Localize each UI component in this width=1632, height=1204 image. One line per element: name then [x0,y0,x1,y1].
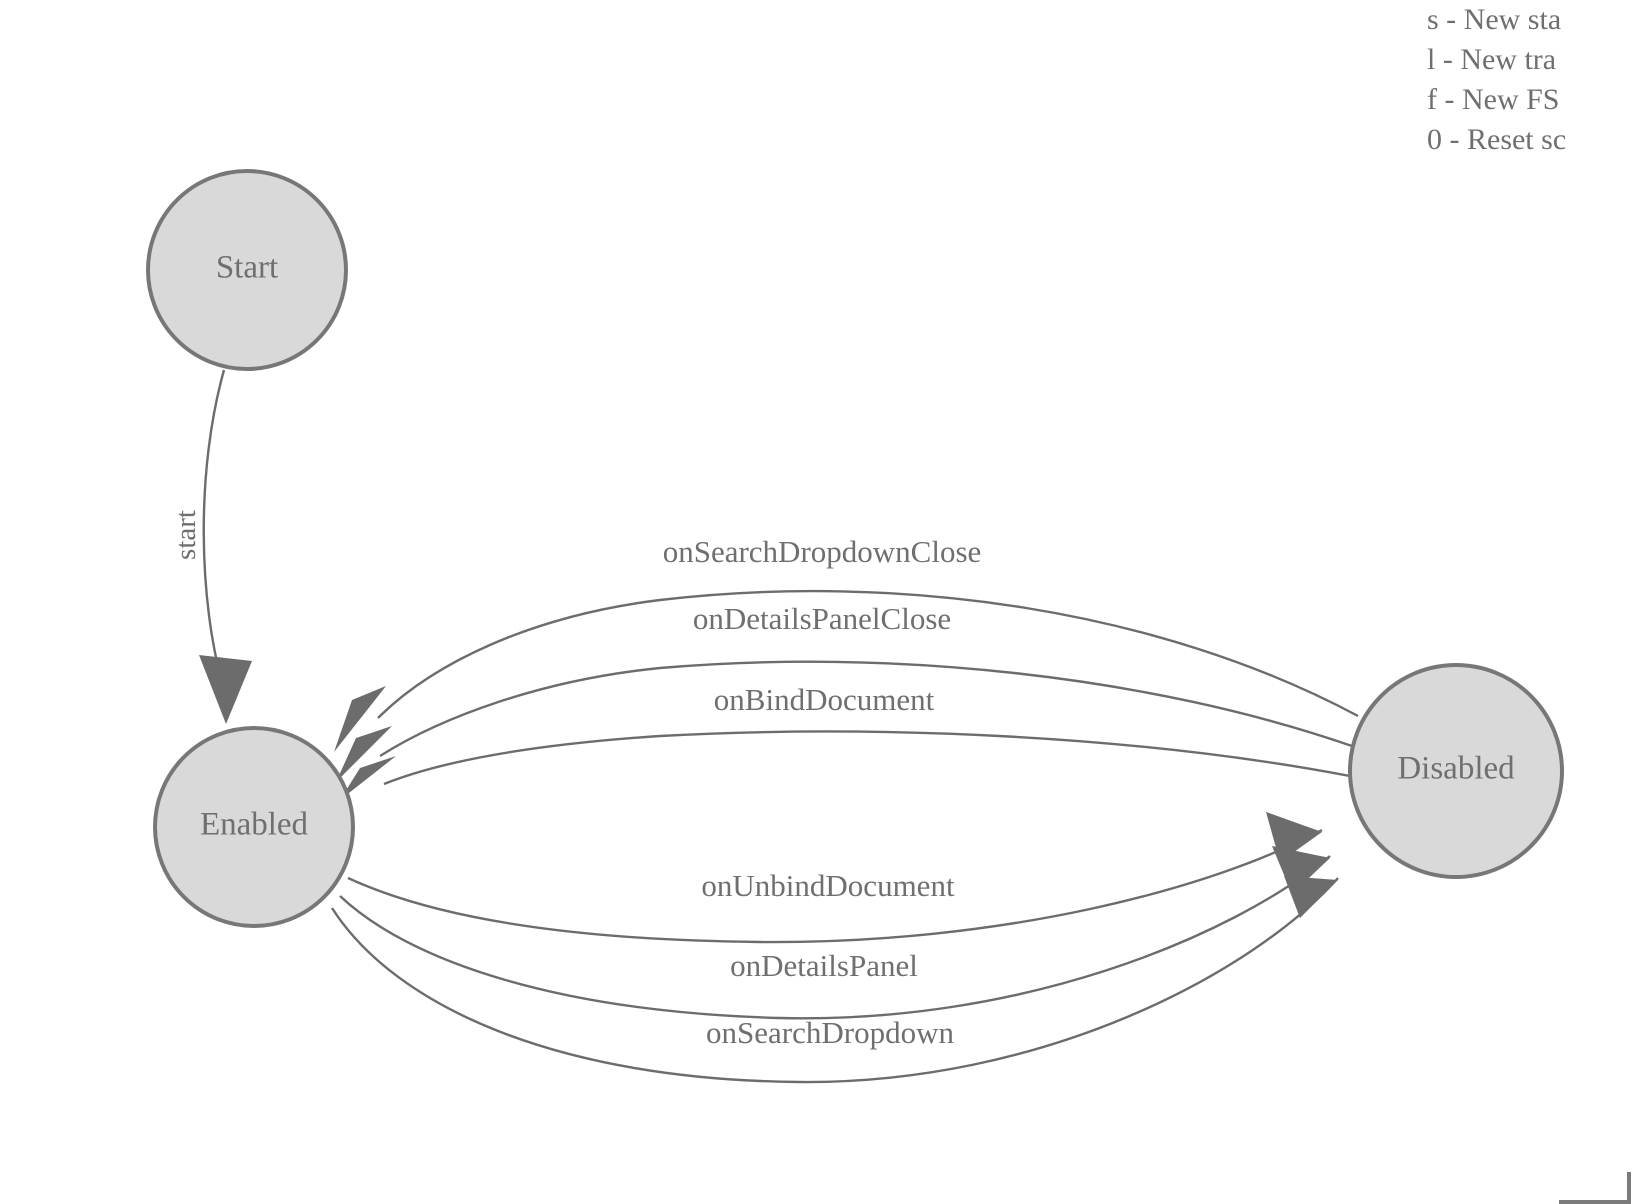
transition-onDetailsPanel-arrowhead [1272,846,1330,894]
transition-start[interactable]: start [170,369,252,724]
legend-line-new-transition: l - New tra [1427,43,1557,76]
state-node-disabled-circle[interactable] [1348,663,1564,879]
legend-line-new-state: s - New sta [1427,3,1562,36]
state-node-enabled-circle[interactable] [153,726,355,928]
state-node-disabled[interactable]: Disabled [1348,663,1564,879]
state-node-start-circle[interactable] [146,169,348,371]
transition-onSearchDropdown[interactable]: onSearchDropdown [330,876,1339,1084]
transition-onBindDocument-label: onBindDocument [714,682,935,717]
transition-onDetailsPanel[interactable]: onDetailsPanel [339,846,1331,1020]
transition-onBindDocument-path[interactable] [383,730,1351,786]
legend-line-new-fsm: f - New FS [1427,83,1560,116]
transition-start-label: start [170,510,202,560]
transition-onDetailsPanelClose-path[interactable] [379,660,1353,758]
transition-onBindDocument-arrowhead [340,756,396,800]
transition-onUnbindDocument-label: onUnbindDocument [701,868,955,903]
transition-onSearchDropdown-arrowhead [1284,876,1338,918]
legend-line-reset: 0 - Reset sc [1427,123,1567,156]
transition-onUnbindDocument[interactable]: onUnbindDocument [347,812,1323,944]
transition-onDetailsPanelClose[interactable]: onDetailsPanelClose [336,601,1353,782]
state-node-enabled[interactable]: Enabled [153,726,355,928]
transition-onDetailsPanelClose-arrowhead [336,726,392,782]
transition-onUnbindDocument-path[interactable] [347,828,1323,944]
state-node-start[interactable]: Start [146,169,348,371]
transition-onDetailsPanel-path[interactable] [339,855,1331,1020]
transition-start-path[interactable] [202,369,226,691]
transition-onBindDocument[interactable]: onBindDocument [340,682,1351,800]
state-node-enabled-label: Enabled [200,807,309,843]
resize-corner-handle[interactable] [1559,1172,1631,1204]
keyboard-shortcut-legend: s - New sta l - New tra f - New FS 0 - R… [1427,0,1632,160]
transition-onSearchDropdownClose-label: onSearchDropdownClose [663,534,982,569]
state-node-disabled-label: Disabled [1397,751,1515,787]
transition-onDetailsPanel-label: onDetailsPanel [730,948,918,983]
transition-start-arrowhead [199,655,252,724]
transition-onSearchDropdownClose-arrowhead [334,686,386,752]
transition-onSearchDropdown-label: onSearchDropdown [706,1015,954,1050]
transition-onSearchDropdownClose[interactable]: onSearchDropdownClose [334,534,1359,752]
transition-onSearchDropdownClose-path[interactable] [377,589,1359,719]
state-node-start-label: Start [216,250,278,286]
transition-onDetailsPanelClose-label: onDetailsPanelClose [693,601,951,636]
transition-onSearchDropdown-path[interactable] [330,877,1339,1084]
